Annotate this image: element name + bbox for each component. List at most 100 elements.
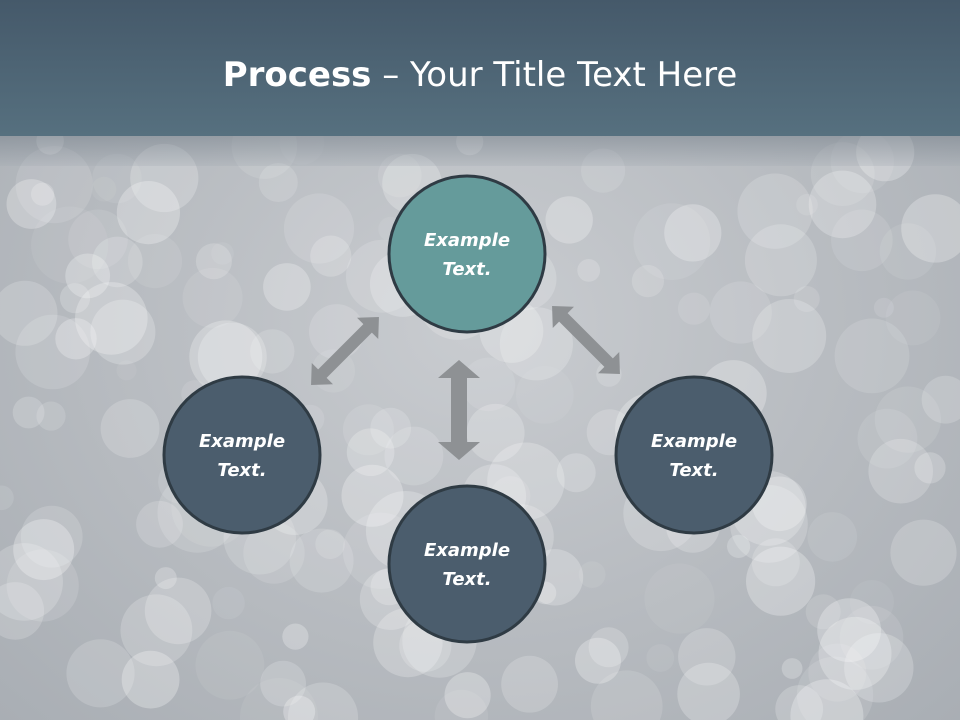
- bokeh-dot: [68, 209, 128, 270]
- bokeh-dot: [100, 399, 160, 458]
- bokeh-dot: [873, 297, 894, 318]
- bokeh-dot: [805, 594, 841, 630]
- bokeh-dot: [66, 639, 135, 708]
- bokeh-dot: [466, 403, 525, 462]
- bokeh-dot: [384, 426, 444, 486]
- node-right-line1: Example: [651, 431, 737, 452]
- title-bar-shadow-band: [0, 136, 960, 166]
- bokeh-dot: [346, 428, 395, 477]
- bokeh-dot: [197, 322, 267, 392]
- node-top-line2: Text.: [442, 259, 491, 280]
- bokeh-dot: [737, 173, 813, 249]
- bokeh-dot: [195, 630, 265, 700]
- bokeh-dot: [744, 224, 817, 297]
- bokeh-dot: [752, 299, 827, 373]
- bokeh-dot: [0, 280, 58, 346]
- bokeh-dot: [575, 637, 621, 684]
- bokeh-dot: [775, 685, 824, 720]
- bokeh-dot: [868, 438, 933, 504]
- node-bottom-line1: Example: [424, 540, 510, 561]
- bokeh-dot: [709, 281, 772, 344]
- bokeh-dot: [90, 299, 156, 365]
- bokeh-dot: [831, 209, 893, 272]
- bokeh-dot: [92, 236, 143, 288]
- bokeh-dot: [677, 292, 711, 325]
- bokeh-dot: [15, 314, 90, 390]
- bokeh-dot: [65, 253, 111, 299]
- bokeh-dot: [0, 485, 14, 511]
- bokeh-dot: [444, 672, 491, 719]
- bokeh-dot: [258, 163, 298, 202]
- process-node-top: Example Text.: [387, 174, 547, 334]
- bokeh-dot: [646, 644, 675, 672]
- bokeh-dot: [211, 242, 234, 265]
- node-left-line1: Example: [199, 431, 285, 452]
- bokeh-dot: [189, 320, 263, 394]
- bokeh-dot: [121, 650, 180, 709]
- bokeh-dot: [890, 519, 957, 586]
- bokeh-dot: [501, 655, 558, 713]
- bokeh-dot: [55, 318, 97, 360]
- arrow-top-left: [311, 317, 379, 385]
- arrow-vertical: [438, 360, 480, 460]
- bokeh-dot: [287, 682, 359, 720]
- process-node-left: Example Text.: [162, 375, 322, 535]
- bokeh-dot: [901, 194, 960, 263]
- bokeh-dot: [790, 679, 864, 720]
- bokeh-dot: [240, 678, 318, 720]
- bokeh-dot: [577, 259, 601, 282]
- bokeh-dot: [182, 267, 243, 328]
- bokeh-dot: [154, 567, 177, 590]
- bokeh-dot: [116, 360, 137, 381]
- bokeh-dot: [664, 204, 722, 262]
- bokeh-dot: [31, 206, 109, 284]
- bokeh-dot: [263, 263, 311, 311]
- node-right-line2: Text.: [669, 460, 718, 481]
- bokeh-dot: [644, 563, 715, 634]
- bokeh-dot: [283, 193, 355, 264]
- bokeh-dot: [678, 628, 736, 686]
- bokeh-dot: [370, 407, 412, 449]
- bokeh-dot: [515, 366, 574, 424]
- bokeh-dot: [289, 528, 354, 593]
- bokeh-dot: [260, 660, 306, 707]
- bokeh-dot: [839, 605, 904, 670]
- bokeh-dot: [588, 627, 629, 668]
- bokeh-dot: [136, 500, 183, 548]
- node-left-line2: Text.: [217, 460, 266, 481]
- bokeh-dot: [116, 181, 180, 245]
- bokeh-dot: [781, 658, 803, 679]
- bokeh-dot: [250, 329, 295, 374]
- title-bold: Process: [222, 55, 372, 95]
- node-bottom-line2: Text.: [442, 569, 491, 590]
- bokeh-dot: [834, 318, 910, 394]
- bokeh-dot: [30, 182, 55, 206]
- bokeh-dot: [849, 580, 895, 625]
- bokeh-dot: [13, 519, 75, 581]
- bokeh-dot: [752, 476, 807, 532]
- bokeh-dot: [315, 529, 345, 559]
- bokeh-dot: [310, 235, 352, 277]
- bokeh-dot: [283, 695, 316, 720]
- bokeh-dot: [578, 561, 606, 588]
- bokeh-dot: [556, 453, 596, 493]
- bokeh-dot: [127, 234, 183, 289]
- bokeh-dot: [342, 404, 394, 456]
- bokeh-dot: [914, 452, 946, 484]
- bokeh-dot: [793, 286, 820, 312]
- bokeh-dot: [796, 656, 874, 720]
- bokeh-dot: [20, 505, 83, 568]
- arrow-top-right: [552, 306, 620, 374]
- bokeh-dot: [631, 265, 665, 298]
- bokeh-dot: [434, 689, 489, 720]
- bokeh-dot: [59, 283, 91, 314]
- process-node-right: Example Text.: [614, 375, 774, 535]
- bokeh-dot: [341, 464, 404, 527]
- bokeh-dot: [243, 522, 305, 584]
- bokeh-dot: [120, 594, 193, 667]
- bokeh-dot: [144, 577, 212, 645]
- bokeh-dot: [796, 193, 818, 216]
- bokeh-dot: [633, 203, 711, 280]
- bokeh-dot: [0, 582, 45, 640]
- bokeh-dot: [92, 153, 142, 204]
